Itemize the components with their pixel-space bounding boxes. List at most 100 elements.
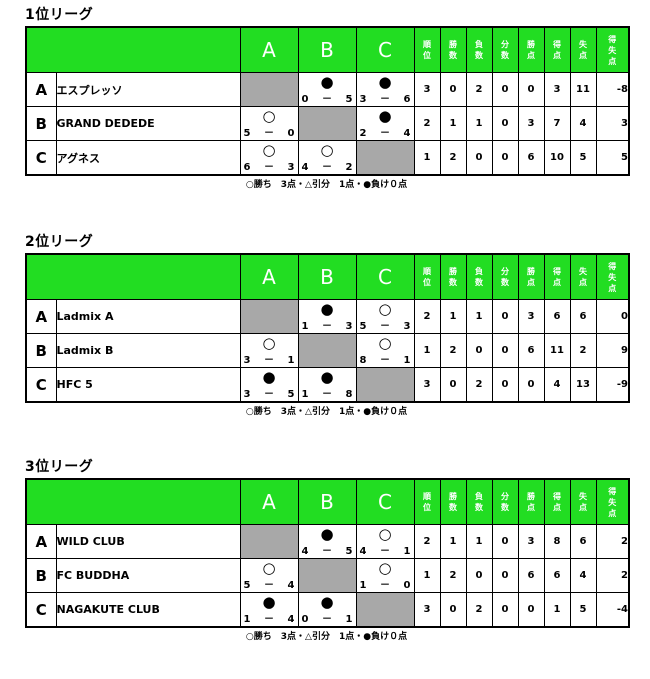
team-label: B [25,558,57,593]
stat-value: 0 [491,333,519,368]
stat-header-char: 点 [553,278,561,287]
score-dash: － [322,321,332,332]
stat-header-char: 数 [449,503,457,512]
score-left: 3 [359,94,367,105]
score-left: 1 [243,614,251,625]
match-result-cell: ○5－4 [239,558,299,593]
score-left: 8 [359,355,367,366]
match-score: 5－4 [244,580,295,591]
stat-value: 11 [569,72,597,107]
stat-header: 得失点 [595,26,630,73]
league-title: 3位リーグ [25,459,94,475]
stat-value: 1 [439,524,467,559]
stat-value: 4 [569,106,597,141]
team-name: Ladmix A [55,299,241,334]
stat-value: 3 [517,524,545,559]
match-result-cell: ●4－5 [297,524,357,559]
stat-header: 得点 [543,478,571,525]
team-label: A [25,299,57,334]
stat-value: 3 [413,367,441,403]
stat-header-char: 失 [579,267,587,276]
stat-header-char: 順 [423,267,431,276]
stat-value: 1 [543,592,571,628]
self-match-cell [355,367,415,403]
match-score: 0－1 [302,614,353,625]
stat-value: 1 [439,299,467,334]
score-dash: － [322,162,332,173]
team-label: C [25,367,57,403]
score-dash: － [264,580,274,591]
stat-value: 2 [595,558,630,593]
score-dash: － [322,389,332,400]
score-dash: － [264,162,274,173]
stat-header: 勝点 [517,26,545,73]
stat-value: 0 [439,592,467,628]
self-match-cell [239,72,299,107]
match-result-cell: ○5－0 [239,106,299,141]
stat-value: 6 [517,558,545,593]
win-mark: ○ [262,559,276,577]
loss-mark: ● [320,525,334,543]
stat-value: 9 [595,333,630,368]
stat-header-char: 失 [608,272,617,282]
score-left: 4 [301,546,309,557]
stat-value: 0 [517,592,545,628]
stat-header: 分数 [491,26,519,73]
stat-header-char: 点 [553,51,561,60]
stat-header-char: 分 [501,40,509,49]
stat-header-char: 点 [527,278,535,287]
stat-value: 2 [439,333,467,368]
stat-value: 6 [569,524,597,559]
score-right: 4 [287,614,295,625]
stat-header-char: 点 [608,508,617,518]
team-label: A [25,524,57,559]
score-right: 6 [403,94,411,105]
match-score: 1－8 [302,389,353,400]
stat-value: 6 [543,299,571,334]
team-label: A [25,72,57,107]
match-result-cell: ○1－0 [355,558,415,593]
stat-header-char: 順 [423,40,431,49]
match-result-cell: ○5－3 [355,299,415,334]
stat-value: 0 [491,524,519,559]
stat-value: 0 [465,558,493,593]
self-match-cell [297,106,357,141]
team-name: FC BUDDHA [55,558,241,593]
stat-header: 得点 [543,253,571,300]
stat-value: 4 [543,367,571,403]
score-right: 1 [403,355,411,366]
stat-header-char: 失 [608,497,617,507]
header-blank [25,253,241,300]
stat-header: 勝数 [439,478,467,525]
loss-mark: ● [320,593,334,611]
match-result-cell: ●2－4 [355,106,415,141]
self-match-cell [355,140,415,176]
stat-value: 7 [543,106,571,141]
stat-header-char: 点 [527,51,535,60]
score-left: 6 [243,162,251,173]
score-left: 1 [301,321,309,332]
score-dash: － [322,546,332,557]
score-right: 1 [345,614,353,625]
match-result-cell: ●3－5 [239,367,299,403]
header-blank [25,478,241,525]
stat-header-char: 得 [553,40,561,49]
stat-value: 3 [413,592,441,628]
team-label: C [25,140,57,176]
stat-header-char: 失 [579,40,587,49]
stat-header-char: 分 [501,492,509,501]
league-title: 2位リーグ [25,234,94,250]
score-left: 3 [243,355,251,366]
column-header-c: C [355,26,415,73]
win-mark: ○ [378,334,392,352]
win-mark: ○ [378,525,392,543]
score-left: 5 [243,580,251,591]
stat-header-char: 点 [608,283,617,293]
stat-value: 4 [569,558,597,593]
stat-header-char: 数 [475,503,483,512]
